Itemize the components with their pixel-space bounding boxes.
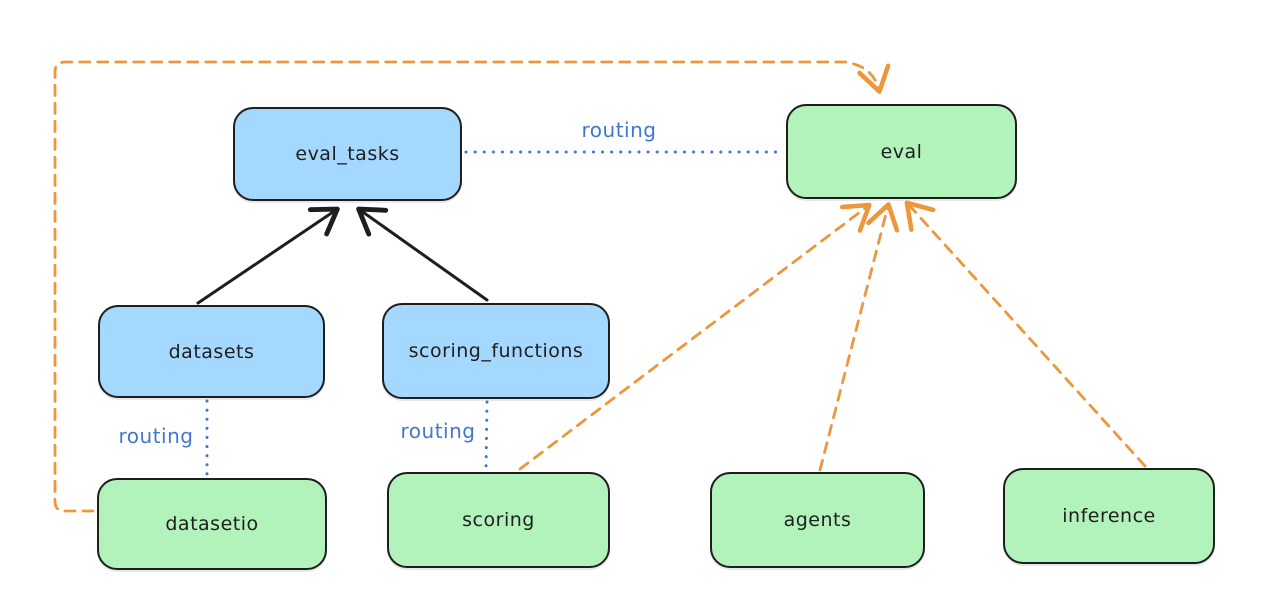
node-eval-label: eval	[880, 140, 923, 163]
node-inference-label: inference	[1062, 505, 1156, 527]
edge-label-routing-datasets: routing	[118, 424, 194, 448]
node-datasets-label: datasets	[168, 340, 255, 363]
node-scoring: scoring	[387, 472, 610, 568]
node-eval-tasks: eval_tasks	[233, 107, 462, 201]
node-agents-label: agents	[783, 509, 852, 531]
edge-datasets-to-eval-tasks	[196, 206, 340, 305]
edge-scoring-functions-to-scoring-routing	[484, 400, 489, 471]
node-datasets: datasets	[98, 305, 325, 398]
node-inference: inference	[1003, 468, 1215, 564]
edge-scoring-functions-to-eval-tasks	[356, 206, 489, 302]
edge-inference-to-eval	[904, 200, 1147, 468]
node-scoring-functions: scoring_functions	[382, 303, 610, 399]
node-scoring-label: scoring	[462, 509, 535, 531]
edge-agents-to-eval	[818, 202, 900, 472]
edge-label-routing-scoring: routing	[400, 419, 476, 443]
node-datasetio: datasetio	[97, 478, 327, 570]
node-eval: eval	[786, 104, 1017, 199]
node-agents: agents	[710, 472, 925, 568]
node-datasetio-label: datasetio	[165, 513, 259, 535]
node-eval-tasks-label: eval_tasks	[295, 143, 400, 165]
edge-label-routing-top: routing	[581, 118, 657, 142]
node-scoring-functions-label: scoring_functions	[408, 340, 584, 362]
